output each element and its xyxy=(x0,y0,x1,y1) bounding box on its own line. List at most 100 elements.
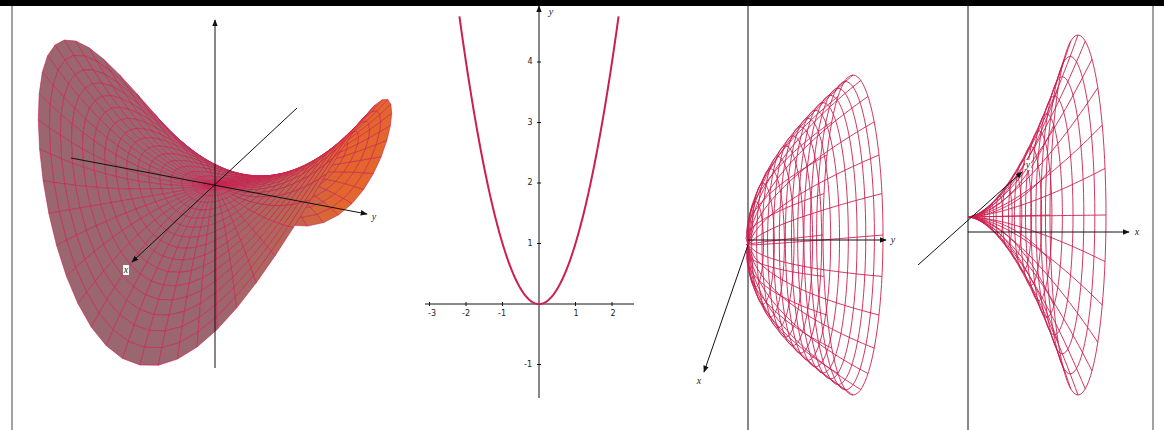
surface-patch xyxy=(40,149,54,182)
axis-label: y xyxy=(371,212,377,222)
surface-patch xyxy=(49,212,67,246)
surface-patch xyxy=(254,251,276,283)
mesh-line xyxy=(817,82,875,390)
tick-mark xyxy=(537,122,541,123)
parabola-curve xyxy=(459,16,618,304)
paraboloid-wireframe xyxy=(704,0,886,430)
tick-mark xyxy=(575,302,576,306)
tick-label: 4 xyxy=(526,58,533,66)
axis-line xyxy=(215,20,216,368)
surface-patch xyxy=(215,184,226,185)
surface-patch xyxy=(346,115,366,140)
surface-patch xyxy=(158,342,179,365)
mesh-line xyxy=(1014,161,1031,272)
surface-patch xyxy=(177,332,198,359)
axis-label: x xyxy=(1134,227,1140,237)
parabola-graph xyxy=(425,6,634,398)
surface-patch xyxy=(225,186,236,187)
tick-mark xyxy=(537,62,541,63)
mesh-line xyxy=(823,75,883,395)
mesh-line xyxy=(1002,185,1012,248)
surface-patch xyxy=(43,181,59,214)
axis-line xyxy=(968,0,969,430)
axis-line xyxy=(539,6,540,398)
mesh-line xyxy=(968,217,1098,342)
tick-mark xyxy=(466,302,467,306)
mesh-line xyxy=(762,157,794,328)
mesh-line xyxy=(810,88,866,384)
mesh-line xyxy=(983,210,985,223)
surface-patch xyxy=(288,200,310,228)
surface-patch xyxy=(365,100,382,117)
horn-wireframe xyxy=(918,0,1129,430)
mesh-line xyxy=(968,41,1071,217)
frame-line xyxy=(12,6,13,430)
tick-label: 1 xyxy=(572,310,579,318)
surface-patch xyxy=(305,174,327,202)
tick-label: -1 xyxy=(523,361,533,369)
tick-mark xyxy=(502,302,503,306)
mesh-line xyxy=(747,202,763,288)
axis-label: y xyxy=(1025,160,1031,170)
surface-patch xyxy=(38,120,50,154)
mesh-line xyxy=(968,217,1102,305)
surface-patch xyxy=(127,179,140,189)
surface-patch xyxy=(149,183,161,189)
mesh-line xyxy=(968,215,1050,217)
surface-patch xyxy=(225,181,236,183)
mesh-line xyxy=(1045,56,1094,373)
tick-mark xyxy=(537,364,541,365)
surface-patch xyxy=(197,317,217,347)
surface-patch xyxy=(325,140,345,164)
axis-line xyxy=(968,232,1129,233)
axis-line xyxy=(748,0,749,430)
mesh-line xyxy=(785,118,830,360)
mesh-line xyxy=(968,217,1071,389)
axis-line xyxy=(748,240,886,241)
surface-patch xyxy=(226,184,237,185)
mesh-line xyxy=(968,217,1092,371)
surface-patch xyxy=(226,184,237,185)
surface-patch xyxy=(235,275,256,308)
mesh-line xyxy=(1050,35,1106,395)
axis-label: y xyxy=(548,7,554,17)
mesh-line xyxy=(1041,77,1084,354)
axis-line xyxy=(425,304,634,305)
frame-line xyxy=(1153,6,1154,430)
mesh-line xyxy=(968,215,1106,217)
mesh-line xyxy=(1036,96,1073,335)
axis-line xyxy=(132,108,297,262)
mesh-line xyxy=(968,88,1058,217)
tick-mark xyxy=(537,183,541,184)
axis-label: x xyxy=(696,376,702,386)
mesh-line xyxy=(752,183,775,304)
tick-mark xyxy=(429,302,430,306)
saddle-surface xyxy=(38,20,391,368)
tick-label: 1 xyxy=(526,240,533,248)
mesh-line xyxy=(968,217,1058,342)
tick-mark xyxy=(612,302,613,306)
tick-label: 3 xyxy=(526,119,533,127)
axis-label: x xyxy=(123,265,129,275)
tick-mark xyxy=(537,243,541,244)
mesh-line xyxy=(990,203,994,229)
mesh-line xyxy=(975,215,977,219)
surface-patch xyxy=(333,131,354,158)
surface-patch xyxy=(226,183,237,185)
mesh-line xyxy=(968,59,1092,217)
surface-patch xyxy=(320,150,342,178)
tick-label: 2 xyxy=(526,179,533,187)
surface-patch xyxy=(217,297,237,329)
mesh-line xyxy=(968,59,1064,217)
axis-label: y xyxy=(890,235,896,245)
tick-label: -2 xyxy=(461,310,471,318)
tick-label: -1 xyxy=(497,310,507,318)
surface-patch xyxy=(226,182,237,184)
surface-patch xyxy=(237,183,248,185)
axis-line xyxy=(918,172,1022,265)
axis-line xyxy=(704,245,748,372)
mesh-line xyxy=(996,195,1003,238)
tick-label: -3 xyxy=(427,310,437,318)
